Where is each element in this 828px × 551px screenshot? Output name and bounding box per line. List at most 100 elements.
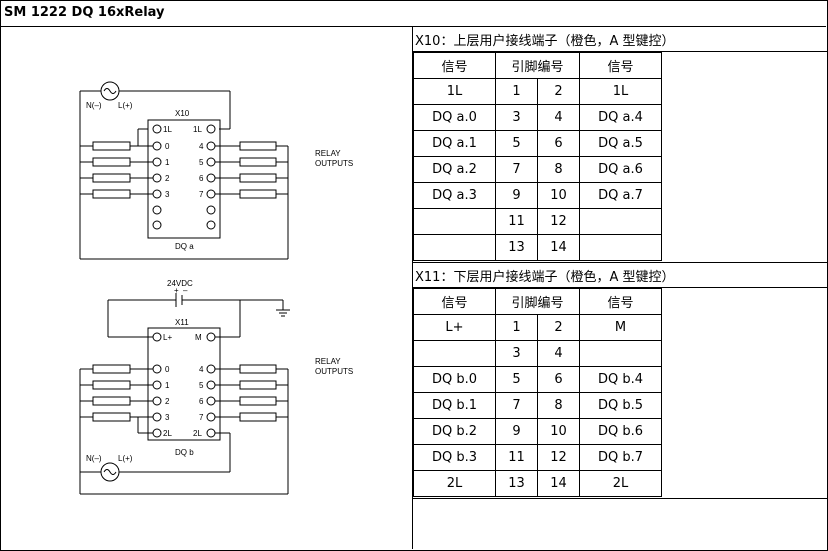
table-cell: DQ a.0 [413, 104, 496, 131]
table-cell [413, 340, 496, 367]
table-cell: DQ b.1 [413, 392, 496, 419]
pin-label: 3 [165, 190, 170, 199]
table-cell: 12 [537, 444, 580, 471]
table-cell: DQ b.5 [579, 392, 662, 419]
header-cell: 信号 [579, 52, 662, 79]
table-cell: 7 [495, 392, 538, 419]
table-cell: 13 [495, 470, 538, 497]
table-cell: 14 [537, 234, 580, 261]
upper-title-separator [413, 51, 827, 52]
table-cell: 2 [537, 314, 580, 341]
table-cell: 5 [495, 130, 538, 157]
table-cell: 2 [537, 78, 580, 105]
pin-label: 1 [165, 381, 170, 390]
table-cell: DQ b.3 [413, 444, 496, 471]
lower-table-title: X11：下层用户接线端子（橙色，A 型键控） [415, 270, 675, 285]
supply-n-label: N(–) [86, 454, 102, 463]
table-cell: 6 [537, 366, 580, 393]
table-cell: DQ a.3 [413, 182, 496, 209]
pin-label: 2 [165, 174, 170, 183]
pin-label: L+ [163, 333, 172, 342]
wiring-diagram: N(–) L(+) X10 DQ a RELAY OUTPUTS 1L 0 1 … [79, 81, 353, 495]
pin-label: 1L [163, 125, 172, 134]
pin-label: 2 [165, 397, 170, 406]
table-cell: 3 [495, 340, 538, 367]
table-cell: 10 [537, 418, 580, 445]
battery-plus-sign: + [174, 286, 179, 295]
table-cell [579, 208, 662, 235]
table-cell: DQ b.2 [413, 418, 496, 445]
table-cell: L+ [413, 314, 496, 341]
pin-label: 5 [199, 381, 204, 390]
table-cell: 7 [495, 156, 538, 183]
connector-x11-label: X11 [175, 318, 189, 327]
table-cell: 1 [495, 78, 538, 105]
table-cell: 11 [495, 444, 538, 471]
pin-label: 6 [199, 397, 204, 406]
table-cell: DQ a.2 [413, 156, 496, 183]
pin-label: 5 [199, 158, 204, 167]
table-cell: 8 [537, 156, 580, 183]
table-cell [413, 234, 496, 261]
table-cell: 2L [579, 470, 662, 497]
relay-outputs-label-bottom: RELAY [315, 357, 341, 366]
title-bar: SM 1222 DQ 16xRelay [0, 0, 826, 27]
pin-label: 0 [165, 365, 170, 374]
module-title: SM 1222 DQ 16xRelay [4, 5, 165, 20]
header-cell: 信号 [413, 288, 496, 315]
table-cell: 1L [579, 78, 662, 105]
connector-x10-label: X10 [175, 109, 190, 118]
table-cell [579, 340, 662, 367]
relay-outputs-label-top-2: OUTPUTS [315, 159, 353, 168]
pin-label: 3 [165, 413, 170, 422]
module-dqb-label: DQ b [175, 448, 194, 457]
table-cell: 1L [413, 78, 496, 105]
table-cell: 3 [495, 104, 538, 131]
pin-label: 0 [165, 142, 170, 151]
table-cell: 8 [537, 392, 580, 419]
pin-label: 7 [199, 190, 204, 199]
module-dqa-label: DQ a [175, 242, 194, 251]
bottom-separator [413, 498, 827, 499]
relay-outputs-label-top: RELAY [315, 149, 341, 158]
table-cell: 6 [537, 130, 580, 157]
column-divider [412, 27, 413, 549]
header-cell: 信号 [579, 288, 662, 315]
table-cell: 9 [495, 182, 538, 209]
upper-table-title: X10：上层用户接线端子（橙色，A 型键控） [415, 34, 675, 49]
table-cell: 13 [495, 234, 538, 261]
table-cell: 11 [495, 208, 538, 235]
table-cell: DQ b.0 [413, 366, 496, 393]
lower-title-separator [413, 287, 827, 288]
pin-label: 1L [193, 125, 202, 134]
supply-dc-label: 24VDC [167, 279, 193, 288]
pin-label: M [195, 333, 202, 342]
supply-n-label: N(–) [86, 101, 102, 110]
pin-label: 4 [199, 365, 204, 374]
table-cell: DQ a.7 [579, 182, 662, 209]
table-header-row: 信号 引脚编号 信号 [413, 52, 662, 79]
table-cell: 2L [413, 470, 496, 497]
table-cell: DQ a.5 [579, 130, 662, 157]
pin-label: 7 [199, 413, 204, 422]
table-cell: 14 [537, 470, 580, 497]
pin-label: 2L [163, 429, 172, 438]
table-cell: 10 [537, 182, 580, 209]
table-cell: DQ b.4 [579, 366, 662, 393]
table-cell: 1 [495, 314, 538, 341]
table-cell: 5 [495, 366, 538, 393]
supply-l-label: L(+) [118, 454, 133, 463]
